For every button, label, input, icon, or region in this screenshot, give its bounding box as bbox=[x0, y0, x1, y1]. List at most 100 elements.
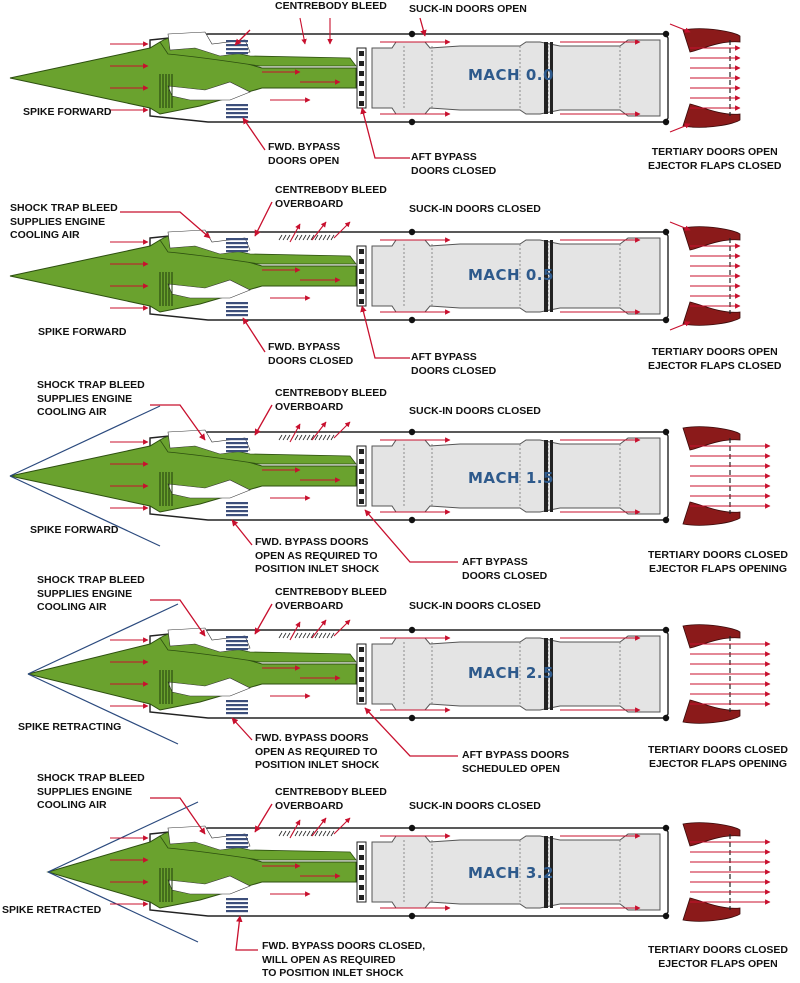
suck-in-door-top bbox=[408, 30, 416, 38]
grille-slot bbox=[359, 875, 364, 880]
p3-tertiary-label: TERTIARY DOORS CLOSED EJECTOR FLAPS OPEN… bbox=[648, 549, 789, 575]
suck-in-door-bottom bbox=[408, 516, 416, 524]
aft-bypass-grille bbox=[356, 445, 367, 507]
bleed-airflow-arrow bbox=[289, 819, 301, 839]
p1-centrebody-label: CENTREBODY BLEED bbox=[275, 0, 387, 12]
suck-in-door-bottom bbox=[408, 316, 416, 324]
tertiary-inflow-arrow bbox=[669, 321, 691, 331]
fwd-bypass-grille-bottom bbox=[226, 314, 248, 317]
grille-slot bbox=[359, 61, 364, 66]
grille-slot bbox=[359, 479, 364, 484]
bleed-airflow-arrow bbox=[311, 421, 327, 441]
leader-p5-shock-trap bbox=[150, 797, 206, 835]
engine-panel-4 bbox=[27, 603, 771, 745]
leader-p5-centrebody bbox=[254, 803, 273, 833]
fwd-bypass-grille-bottom bbox=[226, 510, 248, 513]
leader-p3-fwd-bypass bbox=[231, 519, 253, 546]
bleed-louvre bbox=[330, 234, 335, 241]
p4-shock-trap-label: SHOCK TRAP BLEED SUPPLIES ENGINE COOLING… bbox=[37, 574, 145, 613]
aft-bypass-grille bbox=[356, 47, 367, 109]
bleed-louvre bbox=[294, 234, 299, 241]
p3-suck-in-label: SUCK-IN DOORS CLOSED bbox=[409, 405, 541, 417]
label-leaders bbox=[120, 17, 458, 951]
nozzle-hinge-bottom bbox=[662, 516, 670, 524]
bleed-louvre bbox=[294, 434, 299, 441]
ejector-flap-top bbox=[682, 624, 741, 649]
aft-bypass-grille bbox=[356, 841, 367, 903]
bleed-louvre bbox=[326, 234, 331, 241]
engine-core bbox=[371, 635, 661, 713]
p2-mach-label: MACH 0.5 bbox=[468, 266, 554, 284]
fwd-bypass-grille-top bbox=[226, 640, 248, 643]
grille-slot bbox=[359, 289, 364, 294]
engine-frame-bar bbox=[544, 440, 548, 512]
engine-panel-2 bbox=[9, 221, 741, 331]
bleed-airflow-arrow bbox=[333, 221, 351, 239]
grille-slot bbox=[359, 51, 364, 56]
grille-slot bbox=[359, 259, 364, 264]
grille-slot bbox=[359, 499, 364, 504]
leader-p2-fwd-bypass bbox=[242, 317, 266, 353]
grille-slot bbox=[359, 71, 364, 76]
nozzle-hinge-bottom bbox=[662, 316, 670, 324]
bleed-louvre bbox=[314, 434, 319, 441]
leader-p3-aft-bypass bbox=[364, 509, 458, 563]
bleed-airflow-arrow bbox=[333, 421, 351, 439]
bleed-louvre bbox=[282, 632, 287, 639]
leader-p5-fwd-bypass bbox=[235, 915, 258, 951]
grille-slot bbox=[359, 697, 364, 702]
bleed-airflow-arrow bbox=[311, 619, 327, 639]
fwd-bypass-grille-bottom bbox=[226, 704, 248, 707]
bleed-louvre bbox=[278, 632, 283, 639]
ejector-flap-bottom bbox=[682, 699, 741, 724]
bleed-louvre bbox=[286, 632, 291, 639]
inlet-spike bbox=[9, 439, 357, 513]
ejector-flap-bottom bbox=[682, 501, 741, 526]
engine-frame-bar bbox=[550, 440, 553, 512]
bleed-inflow-arrow bbox=[299, 17, 307, 45]
p1-aft-bypass-label: AFT BYPASS DOORS CLOSED bbox=[411, 151, 497, 177]
fwd-bypass-grille-bottom bbox=[226, 306, 248, 309]
leader-p4-shock-trap bbox=[150, 599, 206, 637]
suck-in-door-top bbox=[408, 626, 416, 634]
bleed-louvre bbox=[310, 632, 315, 639]
oblique-shock-lower bbox=[47, 871, 199, 943]
leader-p1-centrebody bbox=[234, 29, 251, 46]
engine-panel-1 bbox=[9, 17, 741, 133]
bleed-louvre bbox=[330, 632, 335, 639]
grille-slot bbox=[359, 489, 364, 494]
fwd-bypass-grille-top bbox=[226, 52, 248, 55]
p5-suck-in-label: SUCK-IN DOORS CLOSED bbox=[409, 800, 541, 812]
bleed-louvre bbox=[306, 434, 311, 441]
bypass-cutout bbox=[167, 875, 251, 895]
ejector-flap-top bbox=[682, 28, 741, 53]
bleed-louvre bbox=[326, 632, 331, 639]
grille-slot bbox=[359, 449, 364, 454]
bleed-louvre bbox=[322, 434, 327, 441]
fwd-bypass-grille-bottom bbox=[226, 906, 248, 909]
bleed-louvre bbox=[286, 830, 291, 837]
p4-suck-in-label: SUCK-IN DOORS CLOSED bbox=[409, 600, 541, 612]
bleed-airflow-arrow bbox=[311, 221, 327, 241]
suck-in-door-top bbox=[408, 228, 416, 236]
bleed-louvre bbox=[318, 434, 323, 441]
grille-slot bbox=[359, 279, 364, 284]
ejector-flap-bottom bbox=[682, 301, 741, 326]
tertiary-inflow-arrow bbox=[669, 123, 691, 133]
bleed-louvre bbox=[282, 830, 287, 837]
bleed-louvre bbox=[322, 830, 327, 837]
bleed-louvre bbox=[278, 234, 283, 241]
grille-slot bbox=[359, 469, 364, 474]
p2-centrebody-label: CENTREBODY BLEED OVERBOARD bbox=[275, 184, 387, 210]
fwd-bypass-grille-bottom bbox=[226, 708, 248, 711]
fwd-bypass-grille-top bbox=[226, 238, 248, 241]
nozzle-hinge-bottom bbox=[662, 912, 670, 920]
grille-slot bbox=[359, 657, 364, 662]
aft-bypass-grille bbox=[356, 643, 367, 705]
grille-slot bbox=[359, 845, 364, 850]
fwd-bypass-grille-bottom bbox=[226, 506, 248, 509]
bleed-louvre bbox=[278, 830, 283, 837]
bleed-louvre bbox=[298, 234, 303, 241]
bleed-louvre bbox=[282, 434, 287, 441]
